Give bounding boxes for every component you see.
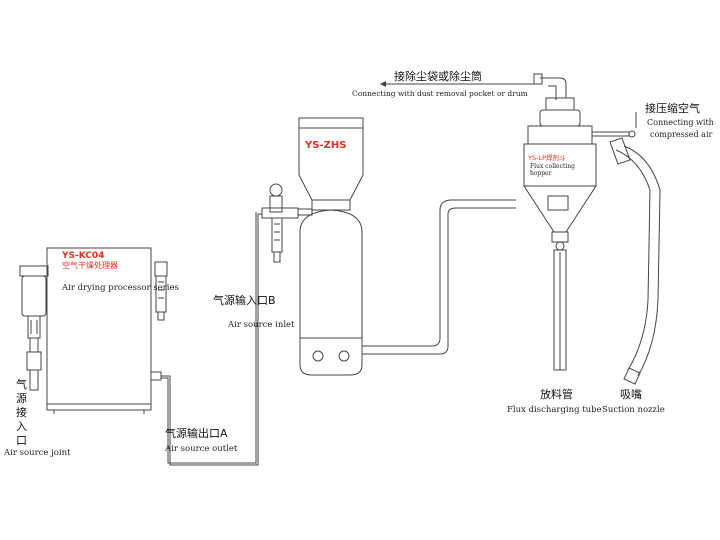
joint-cn-char-3: 接 bbox=[16, 406, 27, 419]
outlet-a-en-label: Air source outlet bbox=[164, 444, 238, 454]
discharge-en-label: Flux discharging tube bbox=[507, 405, 602, 415]
processor-cabinet bbox=[46, 247, 152, 411]
air-hose bbox=[161, 212, 262, 466]
dust-en-label: Connecting with dust removal pocket or d… bbox=[352, 89, 528, 98]
air-drying-processor: YS-KC04 空气干燥处理器 Air drying processor ser… bbox=[19, 247, 179, 414]
outlet-a-cn-label: 气源输出口A bbox=[165, 426, 228, 440]
suction-hose bbox=[615, 149, 651, 371]
joint-cn-char-4: 入 bbox=[16, 420, 27, 433]
cyclone-head bbox=[539, 109, 581, 127]
compressed-cn-label: 接压缩空气 bbox=[645, 101, 700, 115]
lp-model-label: YS-LP焊剂斗 bbox=[527, 153, 566, 162]
compressed-en-label-2: compressed air bbox=[650, 130, 713, 139]
ys-lp-hopper: YS-LP焊剂斗 Flux collecting hopper bbox=[523, 73, 661, 385]
zhs-hopper bbox=[298, 127, 364, 201]
right-filter bbox=[154, 261, 168, 321]
compressed-air-callout: 接压缩空气 Connecting with compressed air bbox=[635, 101, 714, 139]
joint-en-label: Air source joint bbox=[3, 448, 71, 458]
inlet-b-en-label: Air source inlet bbox=[227, 320, 295, 330]
zhs-tank bbox=[299, 209, 363, 376]
ys-zhs-unit: YS-ZHS bbox=[261, 117, 364, 376]
kc04-model-label: YS-KC04 bbox=[61, 251, 104, 261]
left-filter bbox=[19, 265, 49, 391]
suction-cn-label: 吸嘴 bbox=[620, 388, 642, 401]
zhs-model-label: YS-ZHS bbox=[304, 140, 346, 151]
regulator-b bbox=[261, 183, 313, 263]
discharge-cn-label: 放料管 bbox=[540, 387, 573, 401]
outlet-a-port bbox=[150, 371, 162, 381]
suction-en-label: Suction nozzle bbox=[602, 405, 665, 415]
dust-removal-callout: 接除尘袋或除尘筒 Connecting with dust removal po… bbox=[352, 69, 534, 98]
joint-cn-char-1: 气 bbox=[16, 377, 27, 391]
joint-cn-char-5: 口 bbox=[16, 434, 27, 447]
lp-en-label-1: Flux collecting bbox=[530, 163, 575, 170]
dust-cn-label: 接除尘袋或除尘筒 bbox=[394, 69, 482, 83]
inlet-b-cn-label: 气源输入口B bbox=[213, 293, 276, 307]
kc04-cn-label: 空气干燥处理器 bbox=[62, 260, 118, 270]
compressed-en-label-1: Connecting with bbox=[647, 118, 714, 127]
kc04-en-label: Air drying processor series bbox=[61, 283, 179, 293]
transfer-pipe bbox=[362, 199, 516, 355]
lp-en-label-2: hopper bbox=[530, 170, 552, 177]
joint-cn-char-2: 源 bbox=[16, 391, 27, 405]
